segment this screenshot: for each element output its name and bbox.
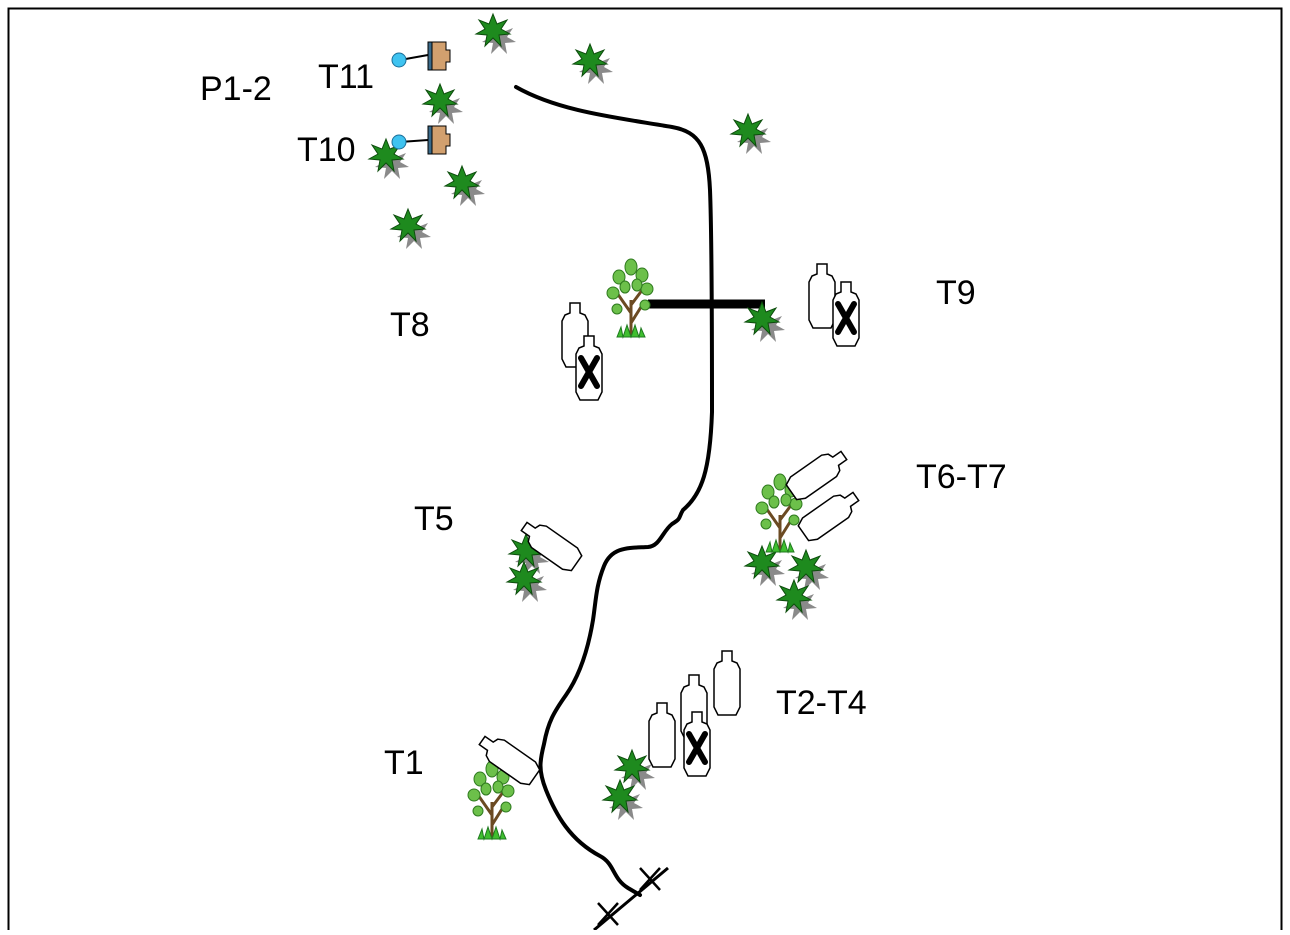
- label-t9: T9: [936, 274, 976, 312]
- label-t1: T1: [384, 744, 424, 782]
- label-p1-2: P1-2: [200, 70, 272, 108]
- barricade-icon: [427, 125, 451, 155]
- bush-icon: [422, 83, 464, 125]
- target-icon: [783, 444, 853, 504]
- fault-line: [593, 866, 669, 932]
- target-icon: [808, 263, 836, 329]
- label-t5: T5: [414, 500, 454, 538]
- target-icon: [648, 702, 676, 768]
- stage-path-line: [514, 85, 715, 897]
- target-icon: [713, 650, 741, 716]
- bush-icon: [602, 779, 644, 821]
- bush-icon: [572, 43, 614, 85]
- label-t2-t4: T2-T4: [776, 684, 867, 722]
- bush-icon: [475, 13, 517, 55]
- frame-border: [7, 7, 1283, 935]
- post-icon: [391, 52, 407, 68]
- barricade-icon: [427, 41, 451, 71]
- label-t10: T10: [297, 131, 356, 169]
- x-marker-icon: [639, 867, 661, 891]
- label-t11: T11: [318, 58, 375, 96]
- bush-icon: [444, 165, 486, 207]
- bush-icon: [730, 113, 772, 155]
- barricade-t10: [391, 125, 451, 155]
- label-t8: T8: [390, 306, 430, 344]
- barricade-t11: [391, 41, 451, 71]
- post-icon: [391, 134, 407, 150]
- tree-icon: [605, 257, 655, 339]
- bush-icon: [776, 579, 818, 621]
- no-shoot-target-icon: [833, 282, 859, 346]
- label-t6-t7: T6-T7: [916, 458, 1007, 496]
- x-marker-icon: [597, 902, 619, 926]
- bush-icon: [390, 208, 432, 250]
